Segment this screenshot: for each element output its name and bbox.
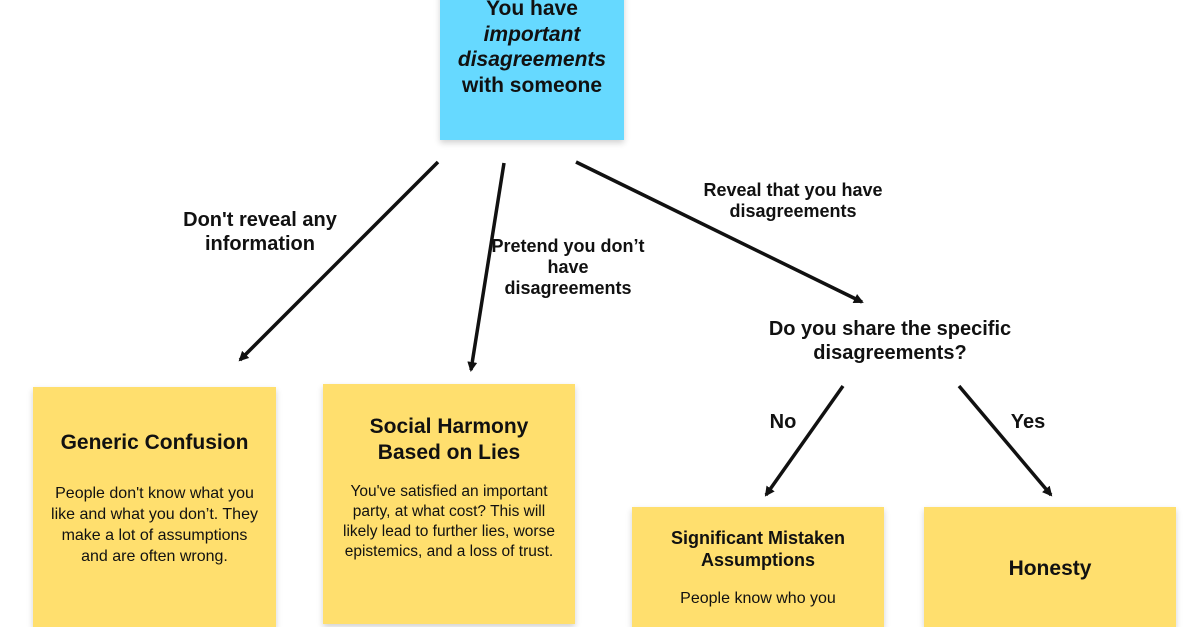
outcome-note-honesty: Honesty: [924, 507, 1176, 627]
outcome-body: You've satisfied an important party, at …: [343, 483, 555, 560]
root-line-1: You have: [486, 0, 578, 20]
arrow-yes: [957, 384, 1053, 497]
outcome-body: People know who you: [680, 590, 836, 607]
root-line-3: disagreements: [457, 48, 607, 71]
arrow-reveal: [575, 160, 864, 304]
root-line-4: with someone: [461, 73, 603, 97]
arrow-dont-reveal: [238, 160, 440, 362]
outcome-note-generic-confusion: Generic Confusion People don't know what…: [33, 387, 276, 627]
branch-label-reveal: Reveal that you have disagreements: [703, 180, 883, 222]
outcome-body: People don't know what you like and what…: [51, 485, 258, 565]
outcome-title: Significant Mistaken Assumptions: [670, 528, 846, 570]
decision-question: Do you share the specific disagreements?: [768, 318, 1012, 364]
branch-label-yes: Yes: [1010, 411, 1046, 433]
arrow-no: [764, 384, 845, 497]
flowchart-arrows: [238, 160, 1053, 497]
outcome-title: Social Harmony Based on Lies: [369, 415, 529, 464]
branch-label-no: No: [769, 411, 797, 433]
outcome-title: Honesty: [1008, 557, 1092, 580]
outcome-title: Generic Confusion: [60, 431, 249, 454]
root-line-2: important: [483, 22, 581, 46]
arrow-pretend: [467, 162, 506, 372]
branch-label-pretend: Pretend you don’t have disagreements: [491, 236, 645, 299]
outcome-note-social-harmony: Social Harmony Based on Lies You've sati…: [323, 384, 575, 624]
branch-label-dont-reveal: Don't reveal any information: [183, 209, 337, 255]
outcome-note-mistaken-assumptions: Significant Mistaken Assumptions People …: [632, 507, 884, 627]
root-sticky-note: You have important disagreements with so…: [440, 0, 624, 140]
